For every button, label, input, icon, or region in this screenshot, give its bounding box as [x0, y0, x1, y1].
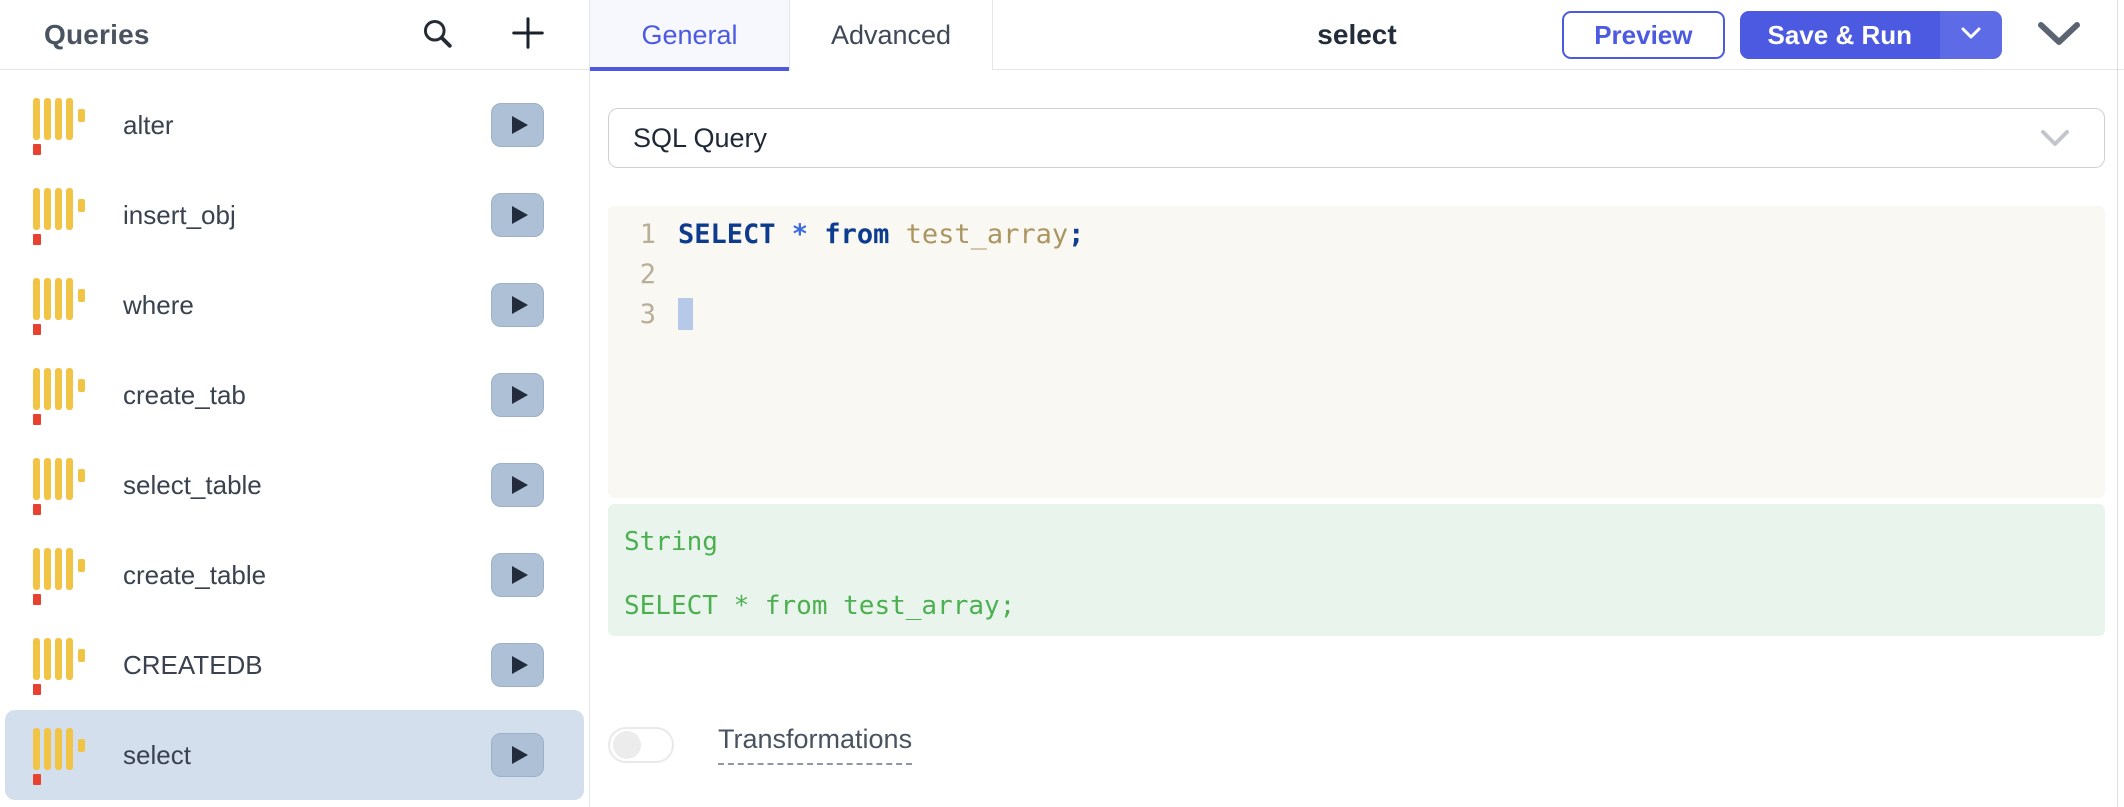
run-query-button[interactable] [491, 103, 544, 147]
evaluated-value-panel: String SELECT * from test_array; [608, 504, 2105, 636]
play-icon [511, 566, 528, 584]
save-and-run-button[interactable]: Save & Run [1739, 11, 1940, 59]
code-line: 2 [608, 254, 2105, 294]
run-query-button[interactable] [491, 553, 544, 597]
tab-advanced[interactable]: Advanced [790, 0, 993, 70]
plus-icon [509, 14, 547, 55]
transformations-label: Transformations [718, 724, 913, 765]
search-button[interactable] [419, 15, 455, 54]
query-name: select [123, 739, 191, 770]
collapse-panel-button[interactable] [2036, 20, 2082, 51]
datasource-icon [33, 366, 87, 425]
sidebar-item-where[interactable]: where [5, 260, 584, 350]
run-query-button[interactable] [491, 643, 544, 687]
run-query-button[interactable] [491, 373, 544, 417]
run-query-button[interactable] [491, 193, 544, 237]
datasource-icon [33, 636, 87, 695]
code-text: SELECT * from test_array; [678, 218, 1085, 250]
run-query-button[interactable] [491, 463, 544, 507]
tab-general[interactable]: General [590, 0, 790, 71]
chevron-down-icon [2036, 20, 2082, 51]
datasource-icon [33, 726, 87, 785]
save-and-run-menu-button[interactable] [1940, 11, 2002, 59]
code-line: 3 [608, 294, 2105, 334]
play-icon [511, 386, 528, 404]
sql-code-editor[interactable]: 1 SELECT * from test_array; 2 3 [608, 206, 2105, 498]
query-name: create_table [123, 559, 267, 590]
toggle-knob [613, 730, 641, 759]
evaluated-type-label: String [624, 527, 718, 557]
sidebar-item-select[interactable]: select [5, 710, 584, 800]
play-icon [511, 656, 528, 674]
line-number: 3 [639, 298, 656, 330]
line-number: 1 [639, 218, 656, 250]
run-query-button[interactable] [491, 283, 544, 327]
code-line: 1 SELECT * from test_array; [608, 214, 2105, 254]
sidebar-title: Queries [44, 18, 150, 50]
scrollbar-track-edge [2117, 0, 2118, 807]
chevron-down-icon [1959, 26, 1983, 44]
line-number: 2 [639, 258, 656, 290]
datasource-icon [33, 96, 87, 155]
datasource-icon [33, 186, 87, 245]
queries-sidebar: Queries [0, 0, 590, 807]
sidebar-item-create_tab[interactable]: create_tab [5, 350, 584, 440]
preview-button[interactable]: Preview [1562, 11, 1725, 59]
sidebar-header-icons [419, 14, 547, 55]
command-type-value: SQL Query [633, 122, 768, 153]
page-title: select [1317, 18, 1397, 50]
query-name: create_tab [123, 379, 246, 410]
search-icon [419, 15, 455, 54]
command-type-select[interactable]: SQL Query [608, 108, 2105, 168]
transformations-row: Transformations [608, 724, 2105, 765]
sidebar-item-select_table[interactable]: select_table [5, 440, 584, 530]
add-query-button[interactable] [509, 14, 547, 55]
play-icon [511, 296, 528, 314]
query-name: select_table [123, 469, 262, 500]
play-icon [511, 206, 528, 224]
query-name: insert_obj [123, 199, 236, 230]
query-name: alter [123, 109, 174, 140]
sidebar-header: Queries [0, 0, 589, 70]
sidebar-item-CREATEDB[interactable]: CREATEDB [5, 620, 584, 710]
save-and-run-split-button: Save & Run [1739, 11, 2002, 59]
text-cursor [678, 298, 693, 330]
sidebar-item-insert_obj[interactable]: insert_obj [5, 170, 584, 260]
chevron-down-icon [2040, 129, 2070, 148]
run-query-button[interactable] [491, 733, 544, 777]
play-icon [511, 476, 528, 494]
sidebar-item-alter[interactable]: alter [5, 80, 584, 170]
transformations-toggle[interactable] [608, 726, 674, 763]
query-name: where [123, 289, 194, 320]
datasource-icon [33, 276, 87, 335]
query-name: CREATEDB [123, 649, 263, 680]
sidebar-item-create_table[interactable]: create_table [5, 530, 584, 620]
datasource-icon [33, 456, 87, 515]
play-icon [511, 116, 528, 134]
datasource-icon [33, 546, 87, 605]
topbar-actions: Preview Save & Run [1562, 0, 2082, 70]
code-text [678, 298, 693, 330]
play-icon [511, 746, 528, 764]
evaluated-value-text: SELECT * from test_array; [624, 591, 1016, 621]
